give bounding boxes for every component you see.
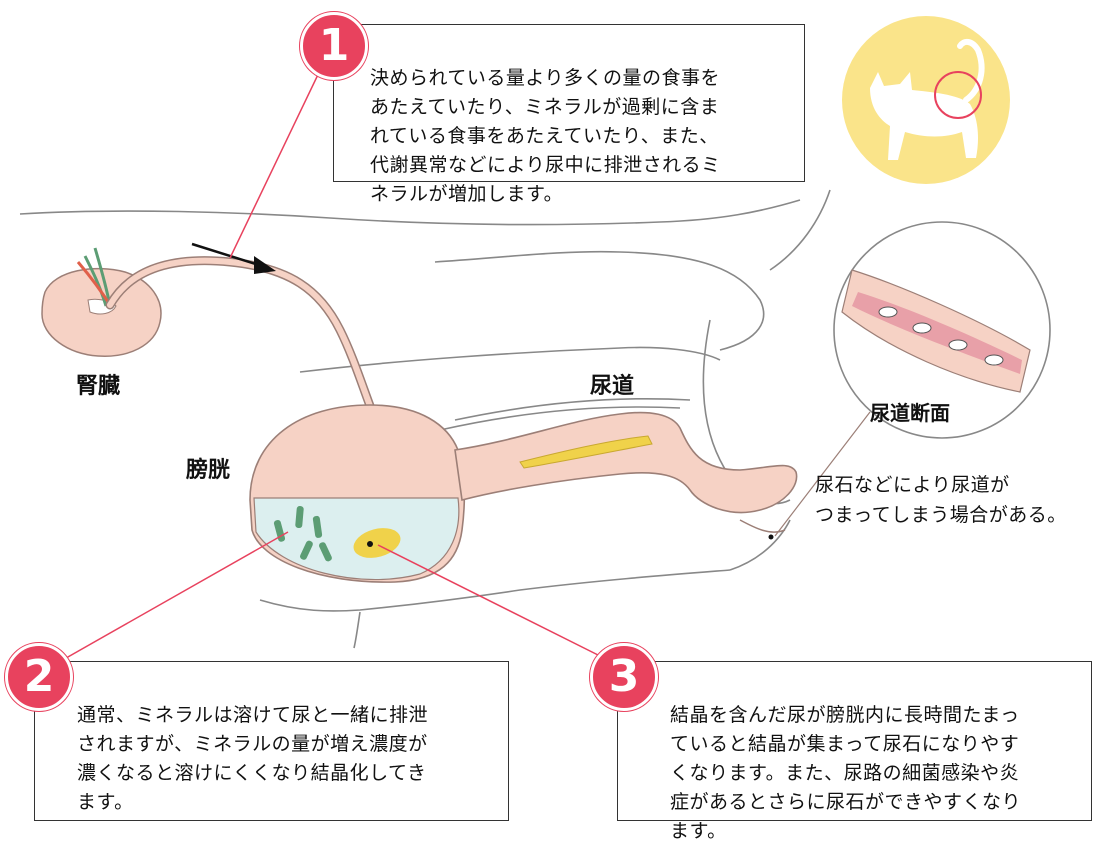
urethra-section-label: 尿道断面 bbox=[870, 401, 950, 425]
crystal-mark bbox=[300, 540, 313, 560]
body-outline bbox=[19, 189, 831, 649]
callout-box-1: 決められている量より多くの量の食事を あたえていたり、ミネラルが過剰に含ま れて… bbox=[333, 24, 805, 205]
urethra-section-magnifier bbox=[774, 221, 1051, 537]
callout-lines bbox=[44, 59, 621, 671]
crystal-mark bbox=[273, 520, 286, 542]
bladder-label: 膀胱 bbox=[186, 458, 231, 483]
callout-number-1: 1 bbox=[300, 12, 368, 80]
kidney-organ bbox=[41, 247, 162, 357]
ureter bbox=[105, 256, 385, 437]
callout-text-3: 結晶を含んだ尿が膀胱内に長時間たまっ ていると結晶が集まって尿石になりやす くな… bbox=[670, 704, 1022, 842]
urethra-label: 尿道 bbox=[590, 374, 635, 399]
callout-box-2: 通常、ミネラルは溶けて尿と一緒に排泄 されますが、ミネラルの量が増え濃度が 濃く… bbox=[34, 661, 509, 821]
crystal-mark bbox=[312, 515, 323, 538]
bladder-organ bbox=[249, 404, 466, 583]
cat-diagram bbox=[842, 16, 1010, 184]
callout-box-3: 結晶を含んだ尿が膀胱内に長時間たまっ ていると結晶が集まって尿石になりやす くな… bbox=[617, 661, 1092, 842]
callout-number-3: 3 bbox=[590, 643, 658, 711]
crystal-mark bbox=[295, 506, 304, 529]
crystal-mark bbox=[319, 542, 332, 562]
callout-text-2: 通常、ミネラルは溶けて尿と一緒に排泄 されますが、ミネラルの量が増え濃度が 濃く… bbox=[77, 704, 429, 813]
blockage-note: 尿石などにより尿道が つまってしまう場合がある。 bbox=[815, 474, 1067, 526]
kidney-label: 腎臓 bbox=[76, 374, 121, 399]
callout-number-2: 2 bbox=[5, 643, 73, 711]
urethra-organ bbox=[454, 411, 798, 540]
urinary-tract-illustration bbox=[19, 16, 1051, 671]
flow-arrow bbox=[191, 242, 276, 274]
callout-text-1: 決められている量より多くの量の食事を あたえていたり、ミネラルが過剰に含ま れて… bbox=[370, 67, 721, 205]
